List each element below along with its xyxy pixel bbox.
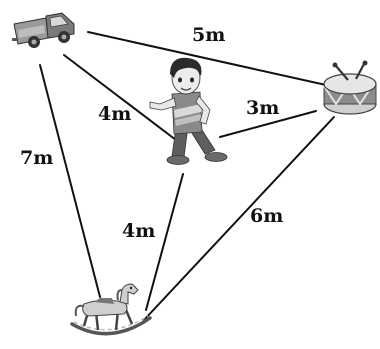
- edge-truck-horse: [39, 64, 101, 298]
- label-boy-drum: 3m: [246, 97, 279, 119]
- label-truck-drum: 5m: [192, 24, 225, 46]
- toy-drum-icon: [323, 60, 377, 115]
- label-truck-horse: 7m: [20, 147, 53, 169]
- edge-drum-horse: [143, 116, 335, 321]
- edges: [39, 31, 335, 321]
- label-boy-horse: 4m: [122, 220, 155, 242]
- label-drum-horse: 6m: [250, 205, 283, 227]
- boy-icon: [149, 57, 228, 165]
- edge-boy-horse: [145, 173, 184, 311]
- rocking-horse-icon: [70, 283, 152, 336]
- toy-truck-icon: [12, 12, 75, 48]
- edge-labels: 5m 4m 3m 7m 4m 6m: [20, 24, 283, 242]
- label-truck-boy: 4m: [98, 103, 131, 125]
- edge-truck-boy: [63, 54, 177, 141]
- edge-truck-drum: [87, 31, 327, 86]
- edge-boy-drum: [219, 110, 317, 138]
